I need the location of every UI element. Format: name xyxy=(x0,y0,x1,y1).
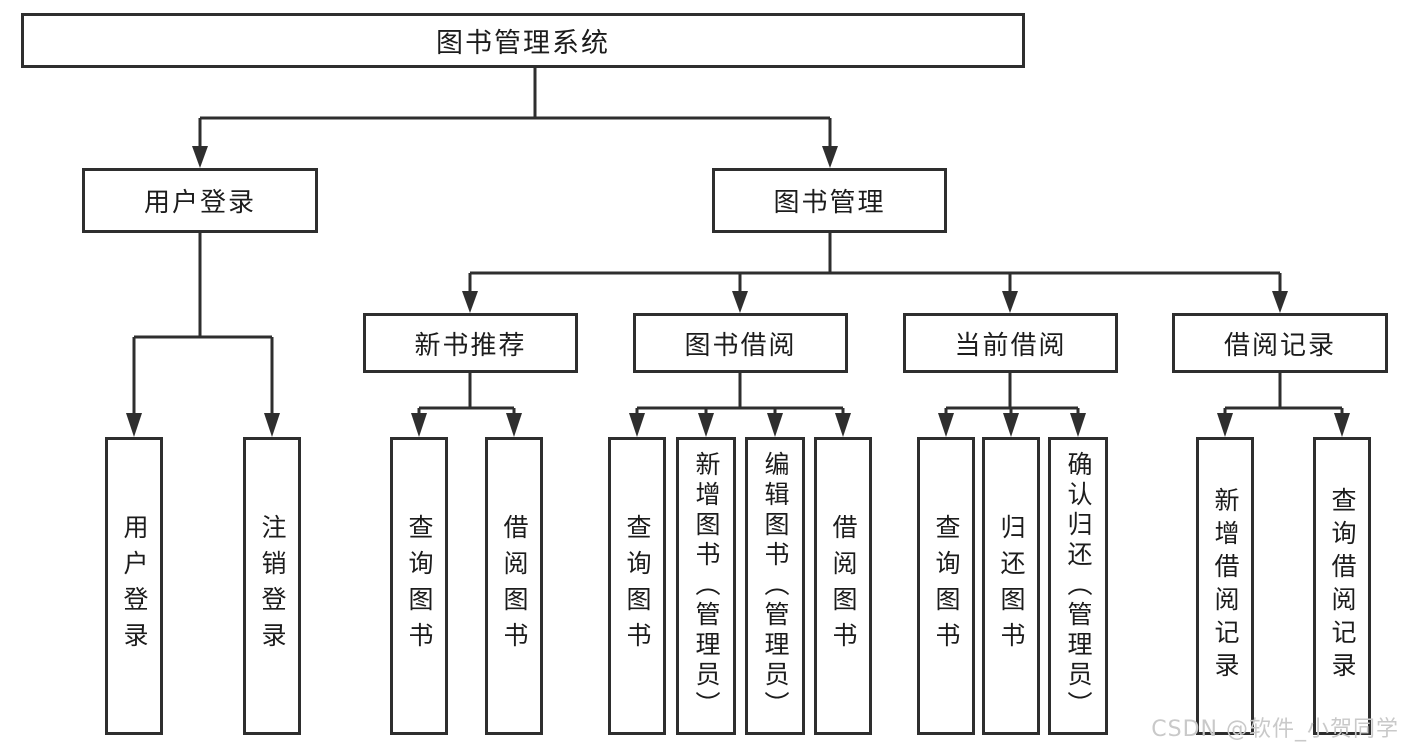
leaf-add-borrow-record: 新增借阅记录 xyxy=(1196,437,1254,735)
leaf-logout: 注销登录 xyxy=(243,437,301,735)
arrow-down-icon xyxy=(1334,413,1350,437)
arrow-down-icon xyxy=(629,413,645,437)
leaf-query-books-new: 查询图书 xyxy=(390,437,448,735)
leaf-edit-book-admin: 编辑图书（管理员） xyxy=(745,437,805,735)
leaf-query-books-borrow: 查询图书 xyxy=(608,437,666,735)
arrow-down-icon xyxy=(767,413,783,437)
arrow-down-icon xyxy=(126,413,142,437)
connector-new-books-split xyxy=(417,373,516,414)
leaf-borrow-books-new: 借阅图书 xyxy=(485,437,543,735)
node-user-login: 用户登录 xyxy=(82,168,318,233)
arrow-down-icon xyxy=(1272,291,1288,313)
connector-current-borrowing-split xyxy=(944,373,1080,414)
arrow-down-icon xyxy=(1003,413,1019,437)
arrow-down-icon xyxy=(1217,413,1233,437)
connector-borrowing-records-split xyxy=(1223,373,1344,414)
connector-book-management-split xyxy=(468,233,1282,292)
arrow-down-icon xyxy=(462,291,478,313)
leaf-user-login: 用户登录 xyxy=(105,437,163,735)
leaf-borrow-books-borrow: 借阅图书 xyxy=(814,437,872,735)
leaf-query-borrow-record: 查询借阅记录 xyxy=(1313,437,1371,735)
leaf-confirm-return-admin: 确认归还（管理员） xyxy=(1048,437,1108,735)
arrow-down-icon xyxy=(822,146,838,168)
arrow-down-icon xyxy=(938,413,954,437)
arrow-down-icon xyxy=(835,413,851,437)
node-current-borrowing: 当前借阅 xyxy=(903,313,1118,373)
node-book-management: 图书管理 xyxy=(712,168,947,233)
arrow-down-icon xyxy=(732,291,748,313)
connector-user-login-split xyxy=(132,233,274,414)
arrow-down-icon xyxy=(698,413,714,437)
watermark: CSDN @软件_小贺同学 xyxy=(1151,717,1399,742)
arrow-down-icon xyxy=(264,413,280,437)
node-root: 图书管理系统 xyxy=(21,13,1025,68)
connector-book-borrowing-split xyxy=(635,373,845,414)
leaf-return-books: 归还图书 xyxy=(982,437,1040,735)
leaf-query-books-current: 查询图书 xyxy=(917,437,975,735)
connector-root-split xyxy=(198,68,832,147)
node-book-borrowing: 图书借阅 xyxy=(633,313,848,373)
node-new-book-recommendation: 新书推荐 xyxy=(363,313,578,373)
node-borrowing-records: 借阅记录 xyxy=(1172,313,1388,373)
arrow-down-icon xyxy=(506,413,522,437)
arrow-down-icon xyxy=(1070,413,1086,437)
arrow-down-icon xyxy=(1002,291,1018,313)
leaf-add-book-admin: 新增图书（管理员） xyxy=(676,437,736,735)
arrow-down-icon xyxy=(411,413,427,437)
arrow-down-icon xyxy=(192,146,208,168)
